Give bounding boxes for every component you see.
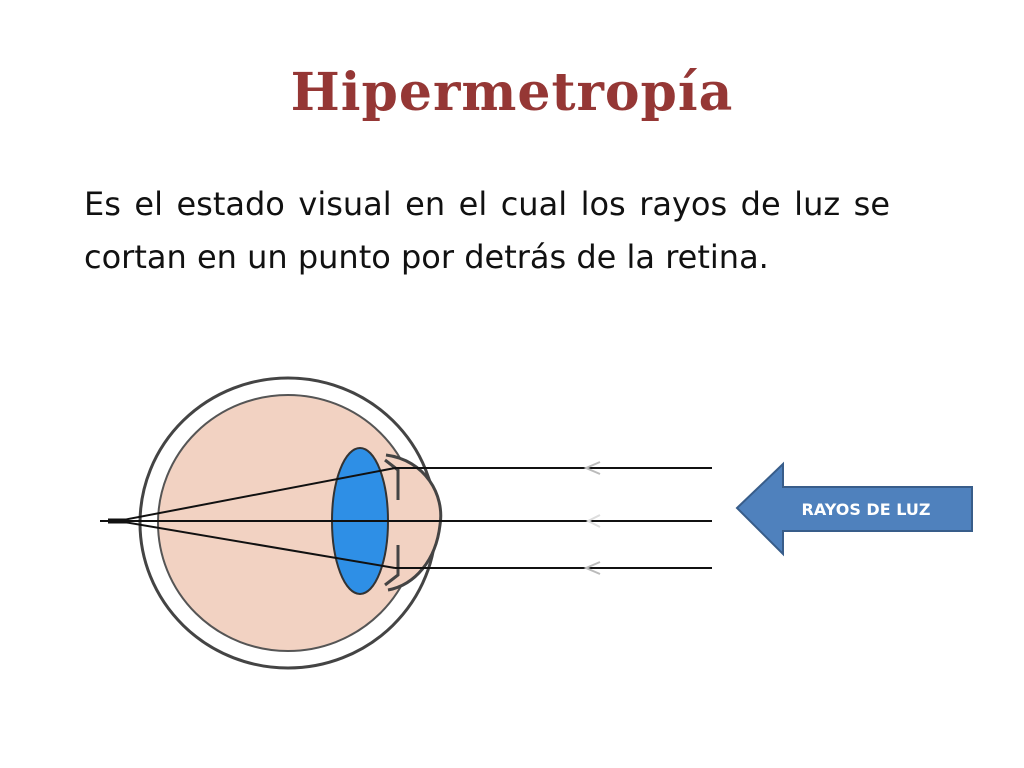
light-rays-arrow-label: RAYOS DE LUZ <box>802 500 931 519</box>
refracted-ray-top <box>117 467 396 522</box>
eye-cornea <box>385 453 443 592</box>
eye-iris <box>384 458 400 587</box>
ray-arrowhead-middle <box>585 514 601 528</box>
slide-title: Hipermetropía <box>290 62 734 123</box>
ray-arrowhead-bottom <box>583 561 601 575</box>
slide-body-text: Es el estado visual en el cual los rayos… <box>84 185 890 276</box>
light-rays-arrow <box>735 461 973 557</box>
refracted-ray-bottom <box>117 520 396 569</box>
ray-arrowhead-top <box>583 461 601 475</box>
